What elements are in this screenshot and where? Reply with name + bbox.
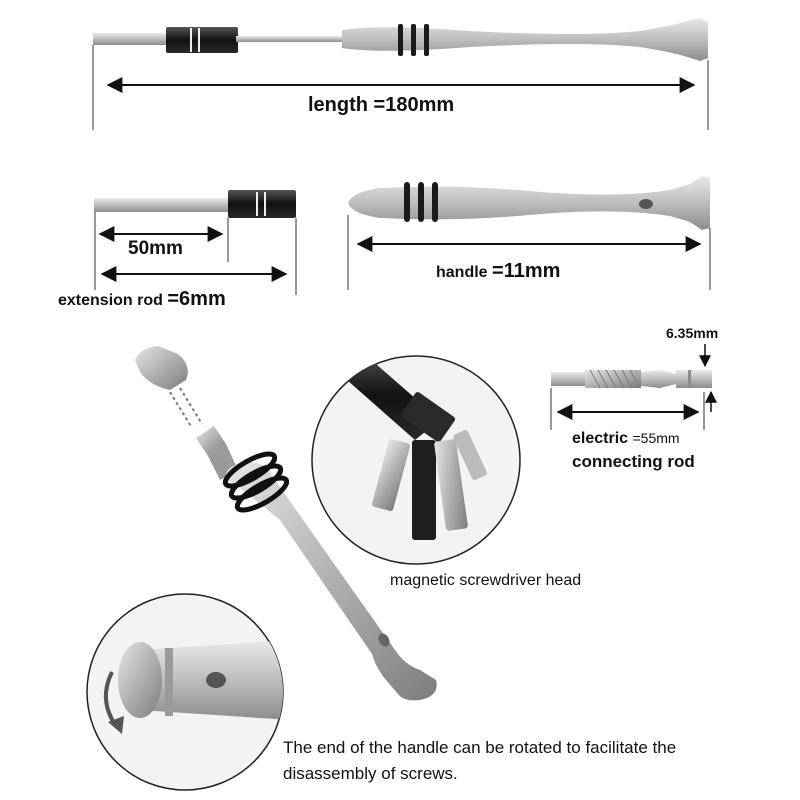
magnetic-head-caption: magnetic screwdriver head — [390, 572, 582, 589]
bit-length-label: 50mm — [128, 238, 183, 259]
full-screwdriver — [93, 18, 708, 61]
rotate-note-caption: The end of the handle can be rotated to … — [283, 738, 677, 783]
handle-body — [342, 18, 708, 61]
grip-ring — [418, 182, 424, 222]
grip-ring — [411, 24, 416, 56]
connecting-rod-label: connecting rod — [572, 452, 695, 471]
handle-end-cap — [118, 642, 162, 718]
assembled-screwdriver — [135, 346, 437, 701]
extension-rod — [94, 190, 296, 218]
grip-ring — [404, 182, 410, 222]
electric-connecting-rod — [551, 369, 712, 389]
shaft — [236, 36, 344, 42]
handle-body-side — [348, 176, 710, 230]
handle-label: handle =11mm — [436, 260, 561, 282]
bit-diameter-label: 6.35mm — [666, 325, 719, 341]
grip-ring — [228, 463, 284, 501]
electric-rod-label: electric =55mm — [572, 430, 680, 447]
bit-holder-sleeve — [166, 27, 238, 53]
handle — [348, 176, 710, 230]
grip-ring — [222, 451, 278, 489]
end-cap — [135, 346, 188, 390]
extension-rod-label: extension rod =6mm — [58, 288, 226, 310]
extension-bit — [94, 198, 230, 212]
grip-ring — [398, 24, 403, 56]
grip-ring — [234, 475, 290, 513]
grip-ring — [432, 182, 438, 222]
magnetic-head-inset — [311, 355, 521, 565]
extension-sleeve — [228, 190, 296, 218]
bit-tip — [93, 33, 169, 45]
grip-ring — [424, 24, 429, 56]
length-label: length =180mm — [308, 94, 455, 116]
knurled-grip — [585, 370, 641, 388]
rotating-end-inset — [86, 593, 284, 791]
handle-hole — [639, 199, 653, 209]
